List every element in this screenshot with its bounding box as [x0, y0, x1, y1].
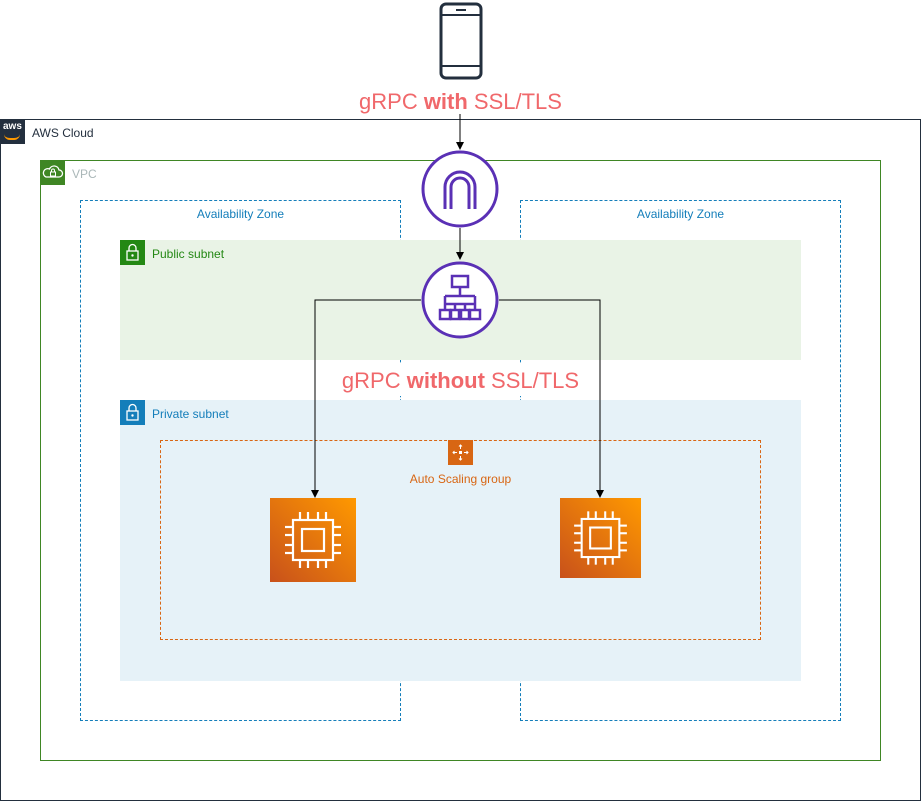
middle-annotation-emph: without [406, 368, 485, 393]
vpc-label: VPC [72, 167, 97, 181]
top-annotation-suffix: SSL/TLS [467, 89, 562, 114]
arrow-load-balancer-to-instance-right [499, 299, 604, 498]
top-annotation: gRPC with SSL/TLS [300, 89, 621, 115]
top-annotation-emph: with [423, 89, 468, 114]
aws-logo-icon: aws [0, 119, 25, 144]
middle-annotation-prefix: gRPC [341, 368, 407, 393]
availability-zone-right-label: Availability Zone [636, 207, 725, 221]
elastic-load-balancer-icon [420, 260, 500, 340]
aws-logo-smile [4, 134, 20, 140]
middle-annotation-suffix: SSL/TLS [484, 368, 580, 393]
internet-gateway-icon [420, 149, 500, 229]
public-subnet-lock-icon [120, 240, 145, 265]
aws-logo-text: aws [3, 121, 22, 132]
private-subnet-label: Private subnet [152, 407, 229, 421]
auto-scaling-icon [448, 440, 473, 465]
top-annotation-prefix: gRPC [359, 89, 424, 114]
public-subnet-label: Public subnet [152, 247, 225, 261]
ec2-instance-right-icon [560, 498, 641, 578]
ec2-instance-left-icon [270, 498, 356, 582]
mobile-phone-icon [439, 2, 483, 80]
aws-cloud-label: AWS Cloud [32, 126, 94, 140]
arrow-load-balancer-to-instance-left [311, 299, 421, 498]
private-subnet-lock-icon [120, 400, 145, 425]
middle-annotation-bg [330, 364, 590, 396]
auto-scaling-group-label: Auto Scaling group [409, 472, 512, 486]
middle-annotation: gRPC without SSL/TLS [300, 368, 621, 394]
vpc-cloud-lock-icon [40, 160, 65, 185]
availability-zone-left-label: Availability Zone [196, 207, 285, 221]
